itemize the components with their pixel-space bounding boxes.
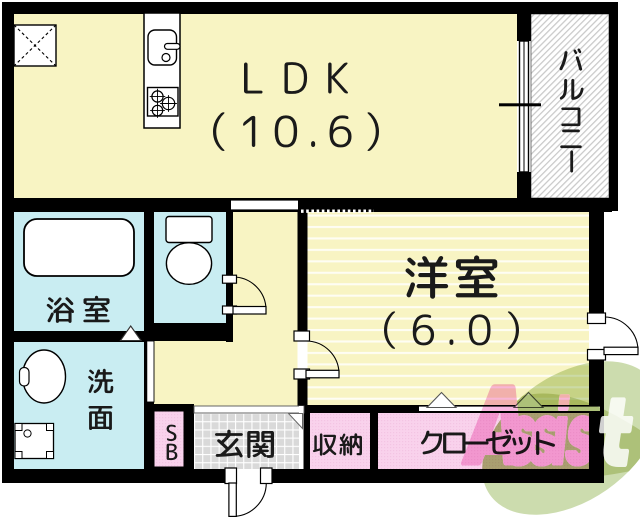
door-right-side	[586, 312, 639, 361]
room-entrance-floor	[194, 413, 299, 469]
window-tick	[499, 103, 541, 107]
watermark-text-t	[599, 397, 634, 467]
label-bathroom	[46, 295, 110, 323]
label-entrance	[214, 429, 274, 459]
door-entrance	[224, 467, 273, 517]
hall-floor-lower	[154, 341, 298, 406]
label-shoe-box	[166, 424, 178, 461]
door-toilet	[221, 274, 267, 315]
bathroom-door-marker-icon	[119, 325, 143, 342]
washing-machine-pan-icon	[14, 422, 55, 460]
room-balcony-floor	[531, 14, 609, 198]
hall-floor-upper	[233, 212, 298, 341]
label-washroom	[88, 368, 114, 431]
wash-basin-icon	[18, 349, 67, 404]
step-arrow-icon	[287, 413, 303, 430]
kitchen-counter-icon	[143, 12, 181, 129]
opening-ldk-hall	[231, 200, 298, 210]
entrance-step-side	[299, 406, 304, 469]
refrigerator-space-icon	[13, 24, 57, 67]
watermark-assist-logo	[460, 361, 640, 515]
bathtub-icon	[23, 218, 135, 277]
room-ldk-floor	[14, 14, 517, 198]
label-western-room-size	[383, 311, 519, 349]
closet-door-marker-icon	[425, 391, 458, 409]
room-western-floor	[307, 212, 589, 405]
toilet-icon	[165, 215, 213, 285]
label-storage	[312, 433, 363, 456]
label-balcony	[559, 48, 584, 173]
faucet-icon	[163, 42, 181, 50]
label-ldk	[243, 62, 348, 94]
label-ldk-size	[212, 112, 379, 152]
door-western-room	[293, 330, 340, 380]
entrance-step	[193, 405, 305, 414]
label-western-room	[405, 255, 498, 299]
sliding-door-washroom	[146, 340, 155, 403]
watermark-text-assis	[460, 384, 596, 467]
